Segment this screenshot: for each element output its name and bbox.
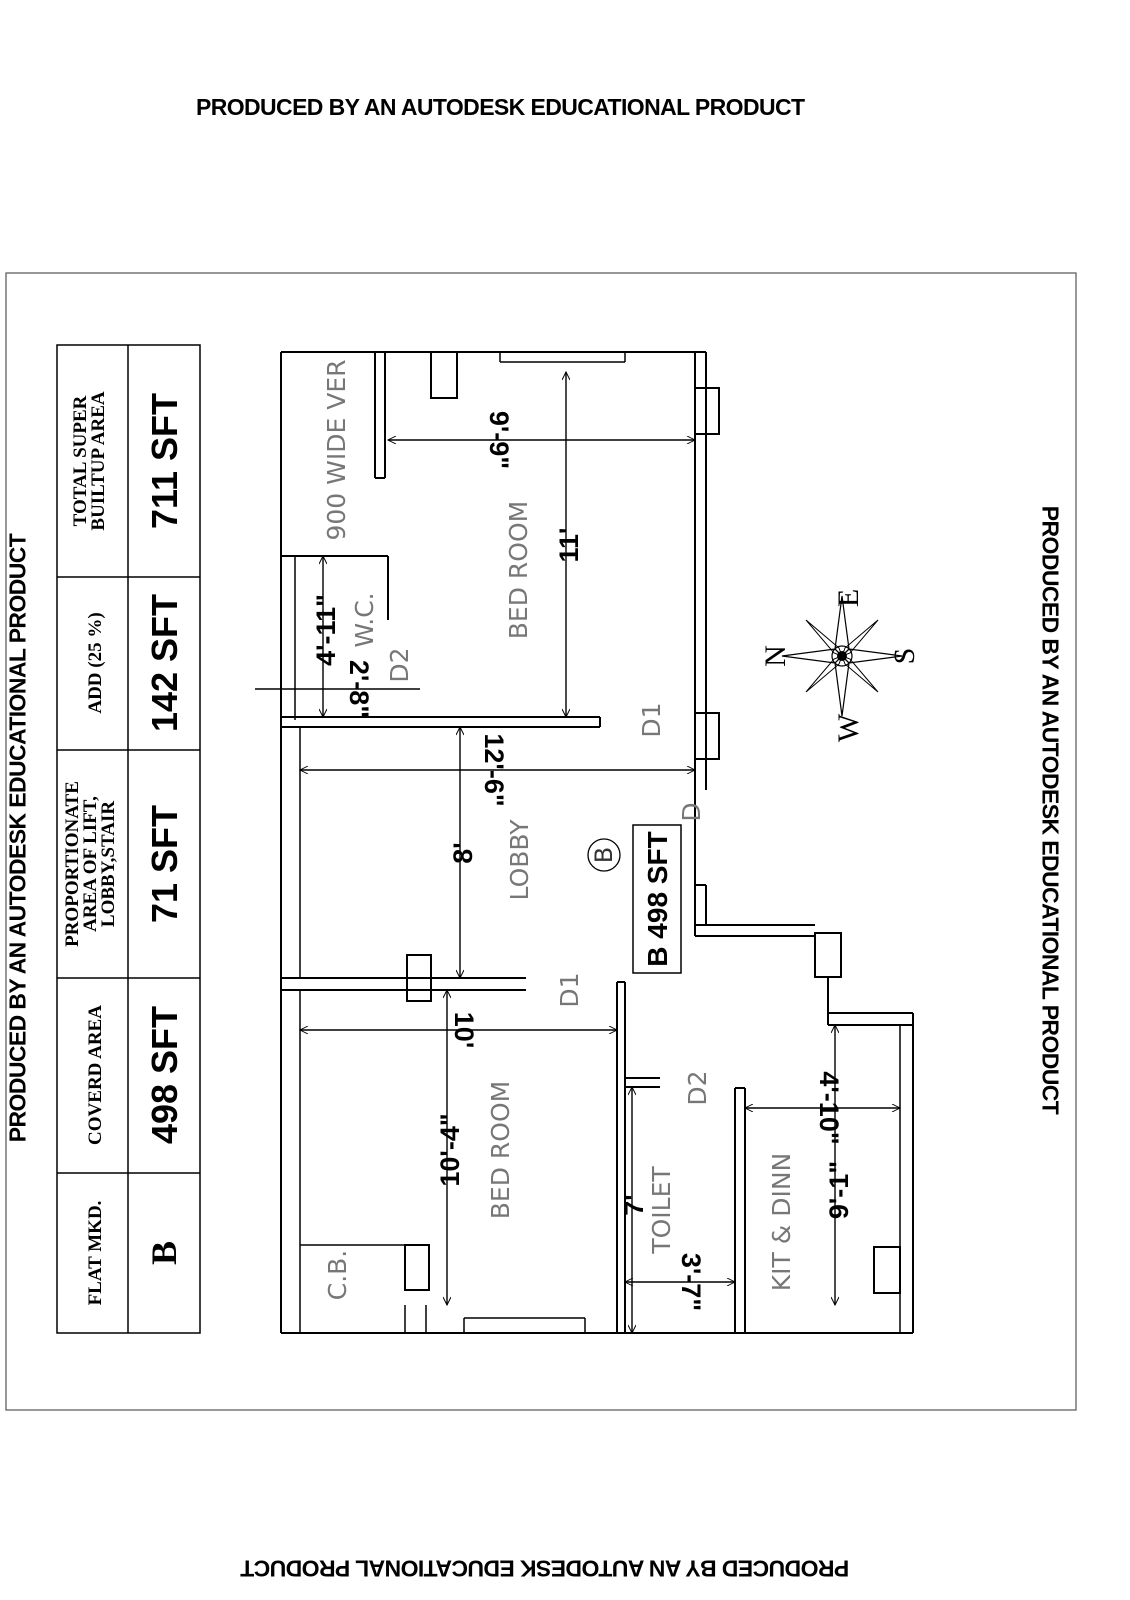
dim-bed1-length: 11' bbox=[554, 528, 584, 563]
door-d-lobby: D bbox=[677, 802, 706, 821]
table-value-covered: 498 SFT bbox=[144, 1006, 185, 1144]
compass-s: S bbox=[888, 648, 921, 665]
compass-w: W bbox=[832, 713, 865, 742]
dim-toilet-length: 3'-7" bbox=[676, 1253, 706, 1311]
svg-text:BUILTUP AREA: BUILTUP AREA bbox=[88, 391, 109, 530]
flat-mark-letter: B bbox=[590, 847, 618, 863]
room-cb: C.B. bbox=[323, 1250, 352, 1301]
table-value-proportionate: 71 SFT bbox=[144, 805, 185, 923]
table-header-flat: FLAT MKD. bbox=[85, 1201, 106, 1306]
dim-wall-gap: 2'-8" bbox=[344, 660, 374, 718]
table-header-add: ADD (25 %) bbox=[85, 612, 106, 713]
dimension-lines bbox=[255, 372, 900, 1333]
table-header-covered: COVERD AREA bbox=[85, 1005, 106, 1145]
table-header-proportionate: PROPORTIONATE AREA OF LIFT, LOBBY,STAIR bbox=[62, 781, 119, 947]
svg-text:LOBBY,STAIR: LOBBY,STAIR bbox=[98, 801, 119, 927]
dim-bed1-width: 9'-9" bbox=[484, 411, 514, 469]
dim-toilet-width: 7' bbox=[619, 1194, 649, 1215]
svg-text:TOTAL SUPER: TOTAL SUPER bbox=[70, 395, 91, 526]
north-compass: N S E W bbox=[759, 589, 921, 742]
sheet-border bbox=[5, 272, 1077, 1411]
room-lobby: LOBBY bbox=[505, 819, 534, 901]
svg-text:AREA OF LIFT,: AREA OF LIFT, bbox=[80, 796, 101, 932]
room-kitchen: KIT & DINN bbox=[767, 1153, 796, 1291]
compass-e: E bbox=[832, 589, 865, 607]
door-d1-bed2: D1 bbox=[555, 972, 584, 1007]
door-d2-toilet: D2 bbox=[683, 1070, 712, 1105]
flat-mark: B B 498 SFT bbox=[587, 824, 682, 974]
door-d1-bed1: D1 bbox=[637, 702, 666, 737]
dim-kit-length: 9'-1" bbox=[824, 1161, 854, 1219]
dim-bed2-length: 10' bbox=[449, 1012, 479, 1048]
room-bed-room-1: BED ROOM bbox=[504, 501, 533, 639]
room-wc: W.C. bbox=[350, 592, 379, 647]
walls bbox=[280, 351, 914, 1334]
watermark-top: PRODUCED BY AN AUTODESK EDUCATIONAL PROD… bbox=[196, 94, 805, 120]
dim-wc-length: 4'-11" bbox=[311, 594, 341, 666]
dim-kit-width: 4'-10" bbox=[814, 1071, 844, 1144]
dim-lobby-width: 8' bbox=[448, 842, 478, 863]
area-table: FLAT MKD. COVERD AREA PROPORTIONATE AREA… bbox=[56, 344, 201, 1334]
room-toilet: TOILET bbox=[647, 1166, 676, 1255]
dim-bed2-width: 10'-4" bbox=[435, 1113, 465, 1186]
room-bed-room-2: BED ROOM bbox=[486, 1081, 515, 1219]
table-value-add: 142 SFT bbox=[144, 594, 185, 732]
table-header-total: TOTAL SUPER BUILTUP AREA bbox=[70, 391, 109, 530]
table-value-total: 711 SFT bbox=[144, 393, 185, 529]
table-value-flat: B bbox=[144, 1241, 184, 1265]
flat-mark-area: B 498 SFT bbox=[642, 831, 673, 966]
door-d2-wc: D2 bbox=[385, 647, 414, 682]
svg-text:PROPORTIONATE: PROPORTIONATE bbox=[62, 781, 83, 947]
dim-lobby-length: 12'-6" bbox=[479, 733, 509, 806]
room-verandah: 900 WIDE VER bbox=[322, 359, 351, 540]
compass-n: N bbox=[759, 645, 792, 667]
